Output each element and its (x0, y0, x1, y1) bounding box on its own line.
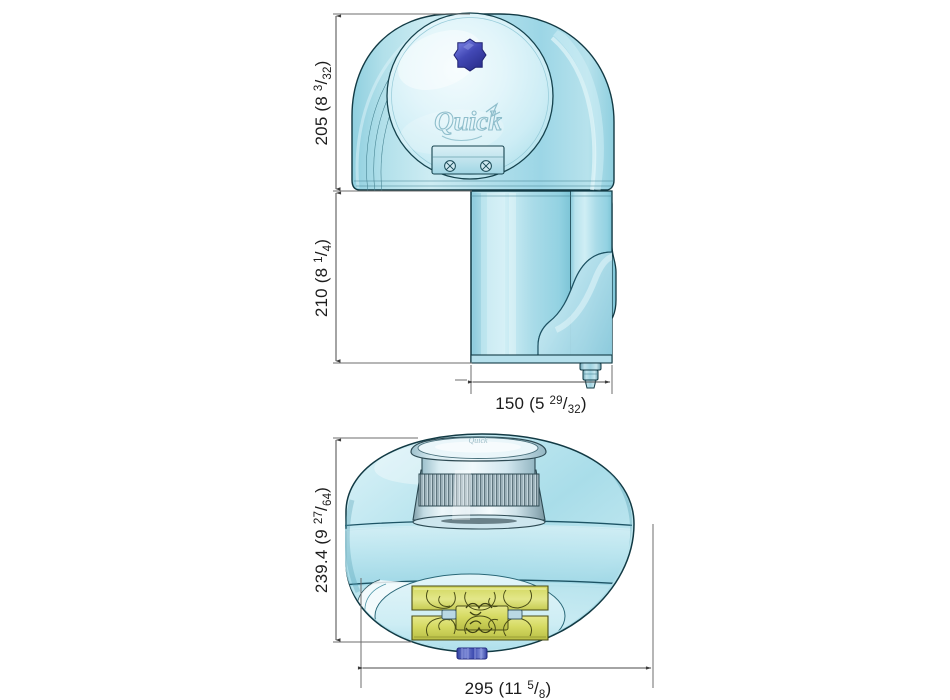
gypsy-bushing-left (441, 609, 457, 620)
brand-logo-text: Quick (434, 106, 502, 136)
motor-cover-disc (386, 12, 554, 180)
dimension-label-150: 150 (5 29/32) (495, 394, 587, 416)
dimension-height-210: 210 (8 1/4) (312, 191, 342, 363)
star-nut-icon (453, 38, 487, 72)
gypsy-chain-pockets-lower (426, 615, 532, 637)
dimension-group-side: 205 (8 3/32) 210 (8 1/4) (312, 13, 613, 416)
gypsy-chain-pockets-upper (426, 589, 532, 611)
capstan-drum: Quick (410, 436, 547, 530)
bracket-screw-left (444, 160, 456, 172)
mounting-bracket-plate (431, 145, 505, 175)
dimension-width-295: 295 (11 5/8) (357, 524, 654, 700)
drum-logo-text: Quick (468, 436, 488, 445)
dimension-label-205: 205 (8 3/32) (312, 61, 334, 146)
gypsy-bushing-right (507, 609, 523, 620)
chain-links (465, 602, 493, 634)
dimension-label-295: 295 (11 5/8) (465, 679, 552, 700)
dimension-depth-239: 239.4 (9 27/64) (312, 438, 342, 642)
drum-knurl-band (418, 473, 540, 507)
cable-gland-connector (579, 362, 602, 389)
brand-logo-quick: Quick (434, 102, 503, 142)
below-deck-motor-column (470, 190, 617, 364)
plan-top-view: Quick (312, 433, 654, 700)
chain-stripper-pin (456, 647, 488, 660)
dimension-group-plan: 239.4 (9 27/64) 295 (11 5/8) (312, 437, 654, 700)
bracket-screw-right (480, 160, 492, 172)
side-elevation-view: Quick (312, 12, 617, 416)
gypsy-chainwheel (411, 585, 549, 641)
dimension-label-210: 210 (8 1/4) (312, 239, 334, 317)
dimension-width-150: 150 (5 29/32) (455, 365, 613, 416)
dimension-height-205: 205 (8 3/32) (312, 14, 342, 191)
dimension-label-239: 239.4 (9 27/64) (312, 487, 334, 593)
